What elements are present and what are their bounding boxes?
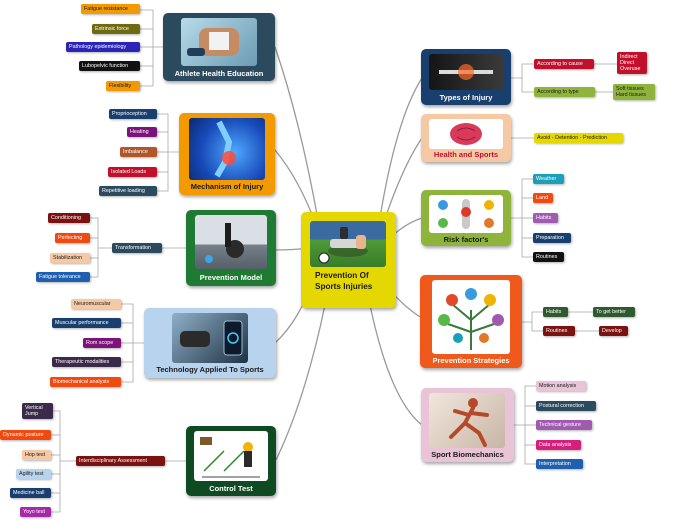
subtopic-land[interactable]: Land — [533, 193, 553, 203]
xray-illustration — [429, 54, 503, 90]
topic-title: Mechanism of Injury — [190, 182, 264, 191]
topic-title: Control Test — [209, 484, 253, 493]
topic-title: Risk factor's — [443, 235, 489, 244]
subtopic-neuromuscular[interactable]: Neuromuscular — [71, 299, 121, 309]
subtopic-biomechanical-analysis[interactable]: Biomechanical analysis — [50, 377, 121, 387]
subtopic-stabilization[interactable]: Stabilization — [50, 253, 90, 263]
habits-goal[interactable]: To get better — [593, 307, 635, 317]
topic-title: Prevention Model — [199, 273, 263, 282]
routines-node[interactable]: Routines — [543, 326, 575, 336]
topic-athlete-health-education[interactable]: Athlete Health Education — [163, 13, 275, 81]
agility-drill-illustration — [194, 431, 268, 481]
topic-title: Types of Injury — [439, 93, 493, 102]
football-injury-illustration — [310, 221, 386, 267]
training-illustration — [195, 215, 267, 269]
central-topic[interactable]: Prevention Of Sports Injuries — [301, 212, 396, 308]
subtopic-hop-test[interactable]: Hop test — [22, 450, 51, 460]
topic-title: Sport Biomechanics — [431, 450, 504, 459]
topic-health-and-sports[interactable]: Health and Sports — [421, 114, 511, 162]
subtopic-perfecting[interactable]: Perfecting — [55, 233, 90, 243]
subtopic-routines[interactable]: Routines — [533, 252, 564, 262]
topic-types-of-injury[interactable]: Types of Injury — [421, 49, 511, 105]
strategy-tree-illustration — [432, 280, 510, 354]
subtopic-data-analysis[interactable]: Data analysis — [536, 440, 581, 450]
body-risk-illustration — [429, 195, 503, 233]
subtopic-vertical-jump[interactable]: Vertical Jump — [22, 403, 53, 419]
subtopic-habits[interactable]: Habits — [533, 213, 558, 223]
topic-technology-applied-to-sports[interactable]: Technology Applied To Sports — [144, 308, 276, 378]
topic-title: Prevention Strategies — [432, 356, 510, 365]
subtopic-isolated-loads[interactable]: Isolated Loads — [108, 167, 157, 177]
central-title: Prevention Of Sports Injuries — [315, 271, 373, 291]
subtopic-muscular-performance[interactable]: Muscular performance — [52, 318, 121, 328]
wearable-tech-illustration — [172, 313, 248, 363]
subtopic-lubopelvic-function[interactable]: Lubopelvic function — [79, 61, 140, 71]
topic-risk-factors[interactable]: Risk factor's — [421, 190, 511, 246]
topic-sport-biomechanics[interactable]: Sport Biomechanics — [421, 388, 514, 462]
subtopic-flexibility[interactable]: Flexibility — [106, 81, 140, 91]
runner-anatomy-illustration — [429, 393, 505, 448]
subtopic-extrinsic-force[interactable]: Extrinsic force — [92, 24, 140, 34]
subtopic-proprioception[interactable]: Proprioception — [109, 109, 157, 119]
subtopic-weather[interactable]: Weather — [533, 174, 564, 184]
topic-title: Technology Applied To Sports — [156, 365, 264, 374]
subtopic-rom-scope[interactable]: Rom scope — [83, 338, 121, 348]
subtopic-medicine-ball[interactable]: Medicine ball — [10, 488, 51, 498]
topic-mechanism-of-injury[interactable]: Mechanism of Injury — [179, 113, 275, 195]
subtopic-postural-correction[interactable]: Postural correction — [536, 401, 596, 411]
knee-injury-illustration — [189, 118, 265, 180]
according-to-cause-node[interactable]: According to cause — [534, 59, 594, 69]
subtopic-dynamic-posture[interactable]: Dynamic posture — [0, 430, 51, 440]
topic-control-test[interactable]: Control Test — [186, 426, 276, 496]
subtopic-yoyo-test[interactable]: Yoyo test — [20, 507, 51, 517]
interdisciplinary-assessment-node[interactable]: Interdisciplinary Assessment — [76, 456, 165, 466]
topic-title: Athlete Health Education — [174, 69, 264, 78]
transformation-node[interactable]: Transformation — [112, 243, 162, 253]
subtopic-agility-test[interactable]: Agility test — [16, 469, 51, 479]
brain-illustration — [429, 119, 503, 149]
subtopic-fatigue-tolerance[interactable]: Fatigue tolerance — [36, 272, 90, 282]
topic-prevention-strategies[interactable]: Prevention Strategies — [420, 275, 522, 368]
subtopic-conditioning[interactable]: Conditioning — [48, 213, 90, 223]
subtopic-pathology-epidemiology[interactable]: Pathology epidemiology — [66, 42, 140, 52]
habits-node[interactable]: Habits — [543, 307, 568, 317]
according-to-type-node[interactable]: According to type — [534, 87, 595, 97]
health-note[interactable]: Avoid - Detention - Prediction — [534, 133, 623, 143]
cause-items[interactable]: Indirect Direct Overuse — [617, 52, 647, 74]
subtopic-therapeutic-modalities[interactable]: Therapeutic modalities — [52, 357, 121, 367]
subtopic-heating[interactable]: Heating — [127, 127, 157, 137]
topic-title: Health and Sports — [433, 150, 499, 159]
type-items[interactable]: Soft tissues Hard tissues — [613, 84, 655, 100]
subtopic-repetitive-loading[interactable]: Repetitive loading — [99, 186, 157, 196]
subtopic-technical-gesture[interactable]: Technical gesture — [536, 420, 592, 430]
topic-prevention-model[interactable]: Prevention Model — [186, 210, 276, 286]
bandaged-hands-illustration — [181, 18, 257, 66]
subtopic-interpretation[interactable]: Interpretation — [536, 459, 583, 469]
subtopic-preparation[interactable]: Preparation — [533, 233, 571, 243]
subtopic-fatigue-resistance[interactable]: Fatigue resistance — [81, 4, 140, 14]
subtopic-motion-analysis[interactable]: Motion analysis — [536, 381, 586, 391]
routines-goal[interactable]: Develop — [599, 326, 628, 336]
subtopic-imbalance[interactable]: Imbalance — [120, 147, 157, 157]
